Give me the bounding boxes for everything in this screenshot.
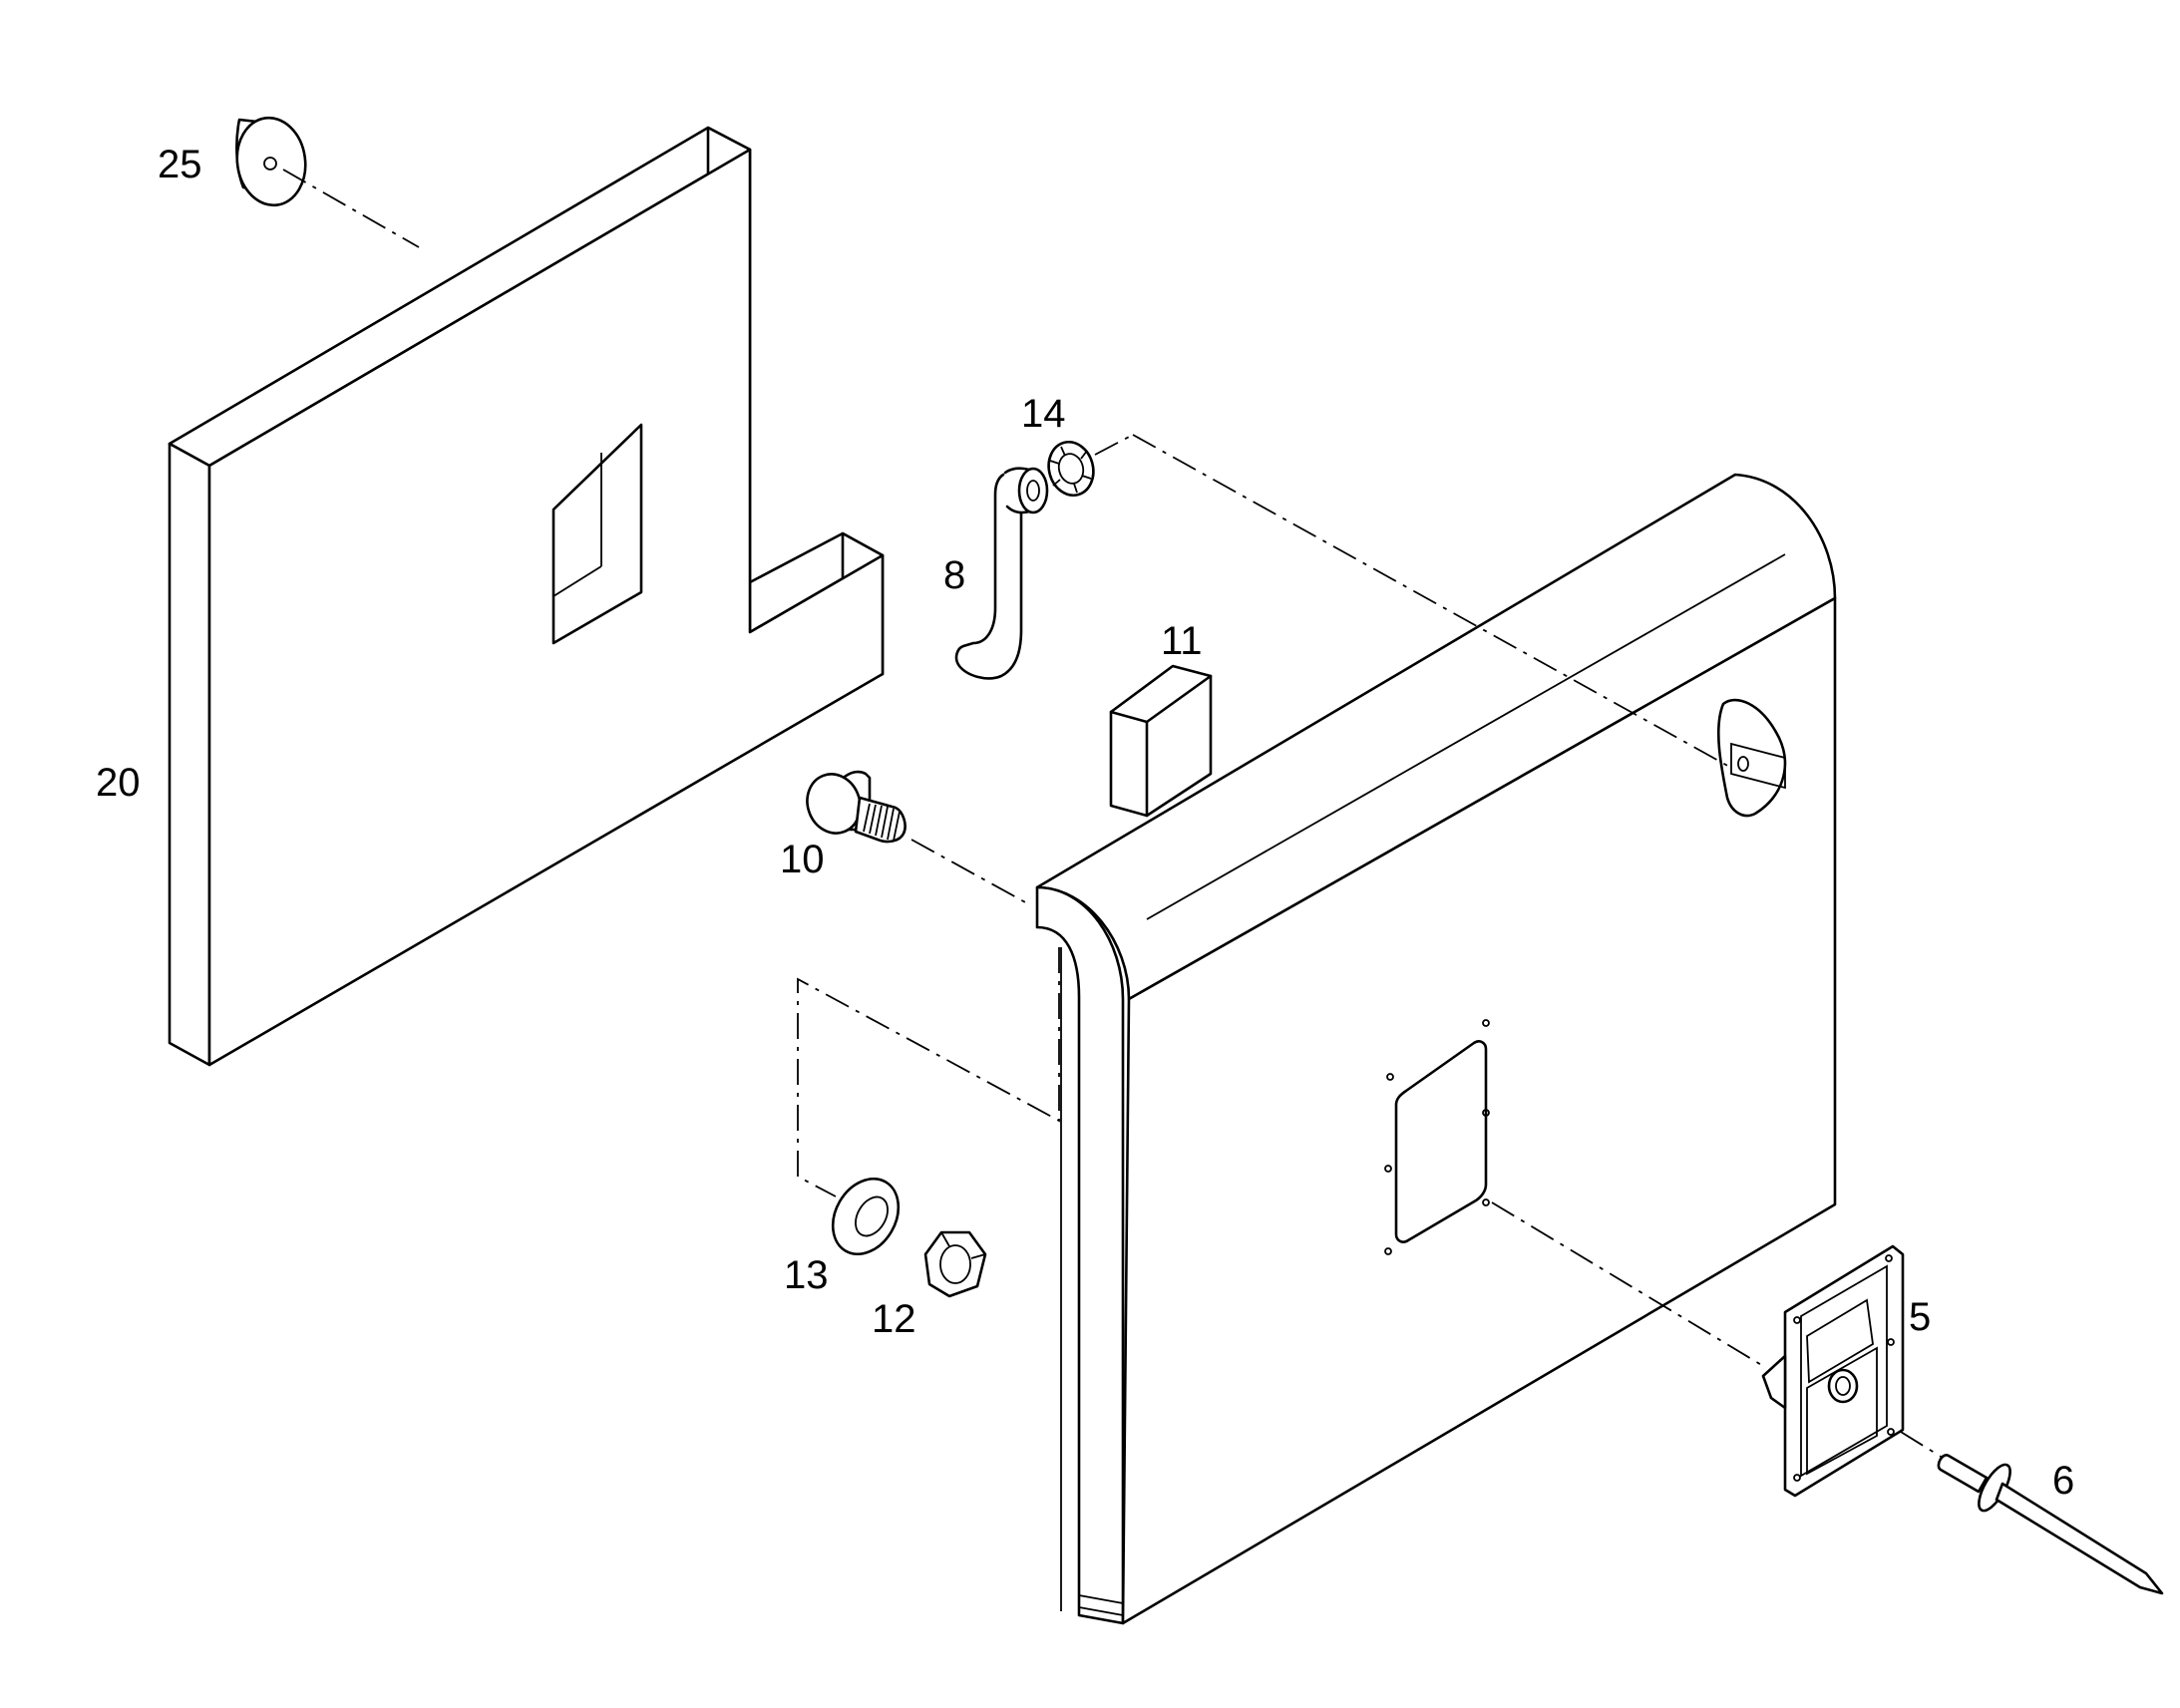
part-12-hex-nut bbox=[923, 1230, 987, 1298]
part-6-rivet bbox=[1937, 1454, 2164, 1595]
callout-5: 5 bbox=[1909, 1295, 1931, 1339]
callout-10: 10 bbox=[780, 838, 825, 881]
part-25-knob bbox=[235, 116, 307, 207]
part-10-threaded-stud bbox=[806, 770, 907, 844]
callout-20: 20 bbox=[96, 761, 141, 805]
main-cover-panel bbox=[1035, 473, 1837, 1625]
part-5-recessed-handle bbox=[1761, 1244, 1905, 1498]
callout-25: 25 bbox=[158, 143, 202, 186]
callout-11: 11 bbox=[1161, 619, 1203, 663]
part-14-lock-washer bbox=[1047, 441, 1095, 497]
callout-12: 12 bbox=[872, 1297, 916, 1341]
part-11-pad bbox=[1109, 664, 1213, 818]
leader-lines bbox=[282, 169, 1944, 1459]
part-13-flat-washer bbox=[831, 1177, 901, 1256]
callout-6: 6 bbox=[2052, 1459, 2074, 1503]
callout-8: 8 bbox=[943, 553, 965, 597]
callout-13: 13 bbox=[784, 1253, 829, 1297]
part-8-hook bbox=[954, 467, 1049, 680]
part-20-rear-panel bbox=[168, 126, 885, 1067]
callout-labels: 5 6 8 10 11 12 13 14 20 25 bbox=[96, 143, 2074, 1503]
callout-14: 14 bbox=[1021, 392, 1066, 436]
